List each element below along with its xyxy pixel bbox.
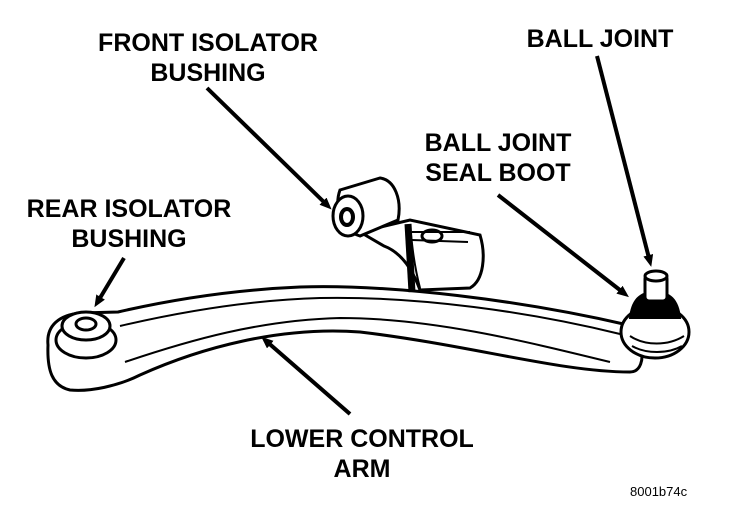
ball-joint-ribs bbox=[629, 335, 685, 353]
web-flange bbox=[404, 223, 416, 293]
arm-rib bbox=[119, 296, 621, 335]
rear-bushing-bore bbox=[74, 316, 98, 332]
arrow-rear-isolator-bushing bbox=[94, 256, 126, 308]
arm-body bbox=[46, 285, 644, 392]
arrow-ball-joint bbox=[595, 55, 654, 267]
web-stripe bbox=[411, 231, 470, 243]
label-lower-control-arm: LOWER CONTROL ARM bbox=[250, 425, 474, 483]
arm-lower-edge bbox=[124, 316, 611, 363]
label-front-isolator-bushing: FRONT ISOLATOR BUSHING bbox=[98, 29, 318, 87]
arm-web bbox=[356, 218, 485, 292]
ball-joint-stud-top bbox=[643, 269, 669, 283]
label-rear-isolator-bushing: REAR ISOLATOR BUSHING bbox=[26, 195, 232, 253]
label-ball-joint: BALL JOINT bbox=[526, 25, 674, 53]
arrow-ball-joint-seal-boot bbox=[496, 193, 629, 298]
label-ball-joint-seal-boot: BALL JOINT SEAL BOOT bbox=[424, 129, 572, 187]
arrow-lower-control-arm bbox=[261, 336, 352, 416]
arrow-front-isolator-bushing bbox=[205, 86, 332, 210]
figure-code: 8001b74c bbox=[630, 484, 688, 499]
front-bushing-bore bbox=[339, 207, 355, 227]
